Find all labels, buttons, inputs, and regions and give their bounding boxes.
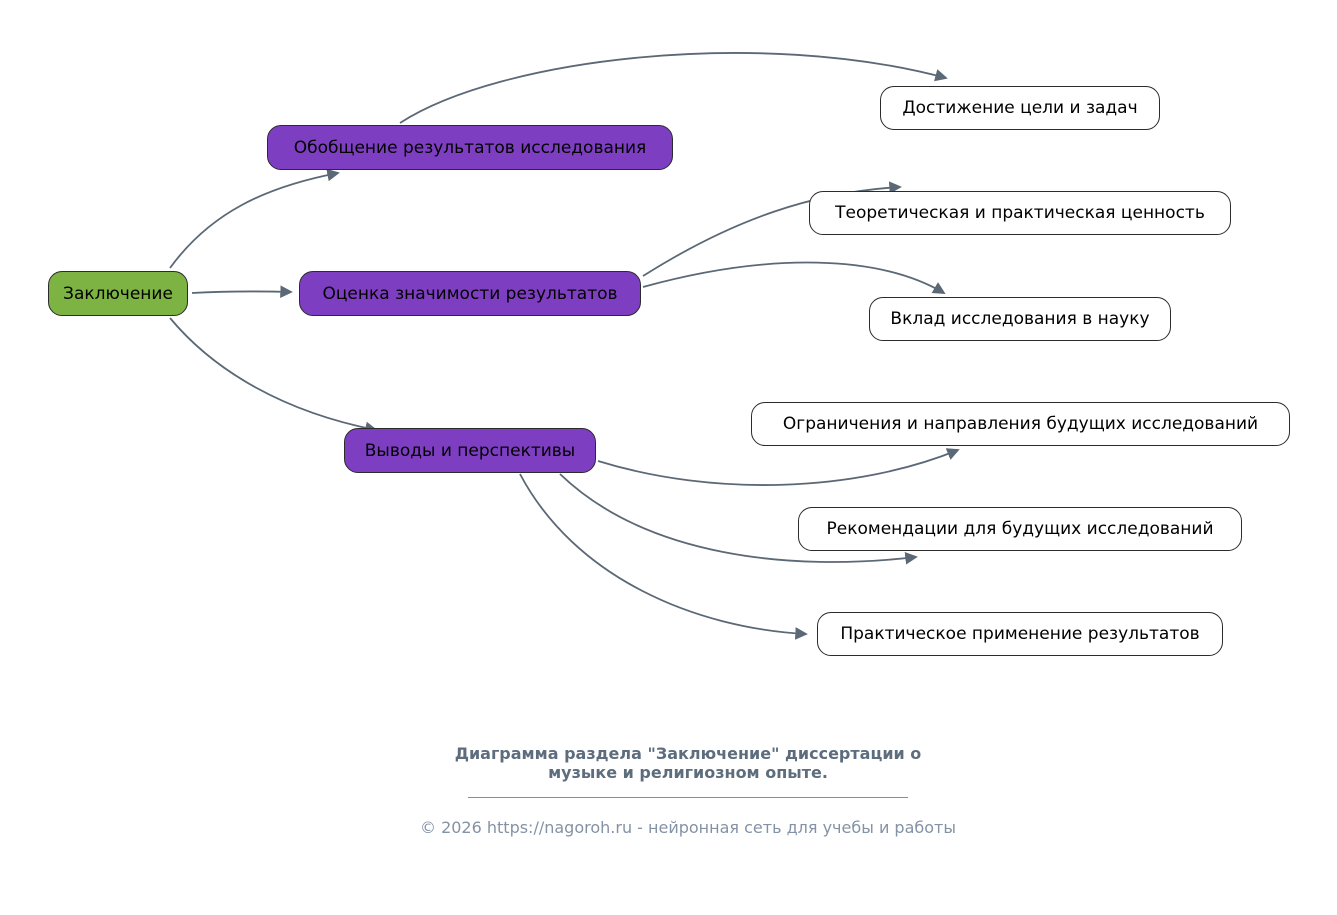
node-leaf-contribution-to-science: Вклад исследования в науку — [869, 297, 1171, 341]
diagram-caption-line2: музыке и религиозном опыте. — [548, 763, 828, 782]
diagram-caption: Диаграмма раздела "Заключение" диссертац… — [388, 744, 988, 782]
node-branch-results-summary: Обобщение результатов исследования — [267, 125, 673, 170]
node-leaf-goals-achievement: Достижение цели и задач — [880, 86, 1160, 130]
node-leaf-recommendations-future-research: Рекомендации для будущих исследований — [798, 507, 1242, 551]
copyright-text: © 2026 https://nagoroh.ru - нейронная се… — [419, 818, 956, 837]
edge-branch1-to-leaf1 — [399, 52, 948, 124]
node-leaf-limitations-future-directions: Ограничения и направления будущих исслед… — [751, 402, 1290, 446]
edge-root-to-branch2 — [191, 285, 293, 298]
edge-branch3-to-leaf6 — [519, 473, 808, 640]
edge-branch2-to-leaf3 — [642, 261, 946, 294]
footer-divider — [468, 797, 908, 798]
edge-branch3-to-leaf4 — [597, 448, 960, 486]
edge-root-to-branch1 — [169, 168, 340, 269]
node-branch-conclusions-prospects: Выводы и перспективы — [344, 428, 596, 473]
diagram-caption-line1: Диаграмма раздела "Заключение" диссертац… — [454, 744, 922, 763]
node-leaf-theoretical-practical-value: Теоретическая и практическая ценность — [809, 191, 1231, 235]
node-branch-significance-assessment: Оценка значимости результатов — [299, 271, 641, 316]
diagram-footer: Диаграмма раздела "Заключение" диссертац… — [388, 744, 988, 837]
node-root-conclusion: Заключение — [48, 271, 188, 316]
edge-root-to-branch3 — [169, 317, 378, 435]
node-leaf-practical-application: Практическое применение результатов — [817, 612, 1223, 656]
